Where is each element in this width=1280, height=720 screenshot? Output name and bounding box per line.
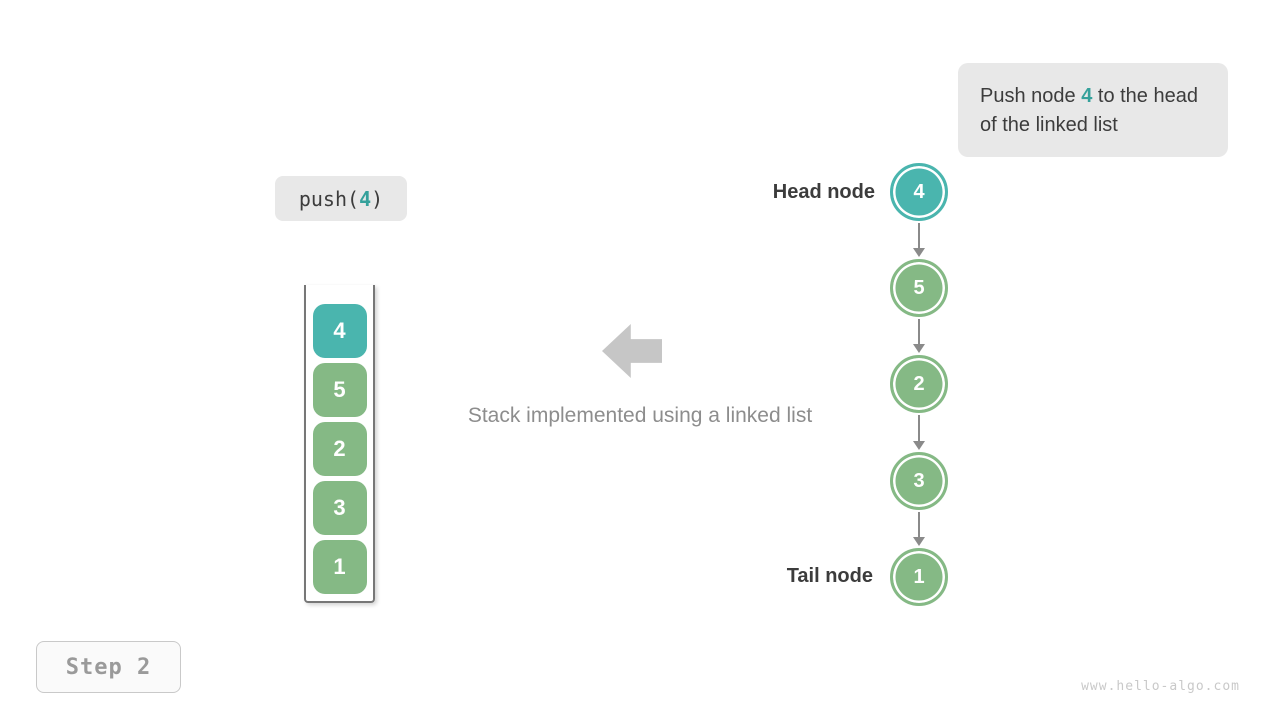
left-block-arrow-icon	[602, 324, 662, 378]
linked-list-node: 2	[890, 355, 948, 413]
callout-text-prefix: Push node	[980, 85, 1082, 107]
down-arrow-icon	[909, 512, 929, 546]
linked-list-node: 4	[890, 163, 948, 221]
operation-arg: 4	[359, 186, 372, 211]
stack-item: 3	[312, 481, 367, 535]
linked-list-node: 1	[890, 548, 948, 606]
operation-label: push(4)	[275, 176, 407, 221]
tail-node-label: Tail node	[786, 565, 873, 587]
step-badge: Step 2	[36, 641, 181, 693]
callout-text-suffix: to the head of the linked list	[980, 85, 1198, 136]
operation-prefix: push(	[298, 186, 360, 211]
linked-list-node: 3	[890, 452, 948, 510]
linked-list-node: 5	[890, 259, 948, 317]
step-badge-label: Step 2	[65, 654, 152, 680]
caption: Stack implemented using a linked list	[467, 404, 813, 427]
stack-item: 1	[312, 540, 367, 594]
down-arrow-icon	[909, 319, 929, 353]
step-callout: Push node 4 to the head of the linked li…	[958, 63, 1228, 157]
operation-suffix: )	[371, 186, 384, 211]
stack-item: 4	[312, 304, 367, 358]
stack-item: 5	[312, 363, 367, 417]
head-node-label: Head node	[772, 181, 875, 203]
down-arrow-icon	[909, 223, 929, 257]
down-arrow-icon	[909, 415, 929, 450]
stack-item: 2	[312, 422, 367, 476]
stack-container: 4 5 2 3 1	[304, 285, 375, 603]
watermark: www.hello-algo.com	[1081, 679, 1240, 694]
callout-highlight-value: 4	[1081, 85, 1093, 107]
